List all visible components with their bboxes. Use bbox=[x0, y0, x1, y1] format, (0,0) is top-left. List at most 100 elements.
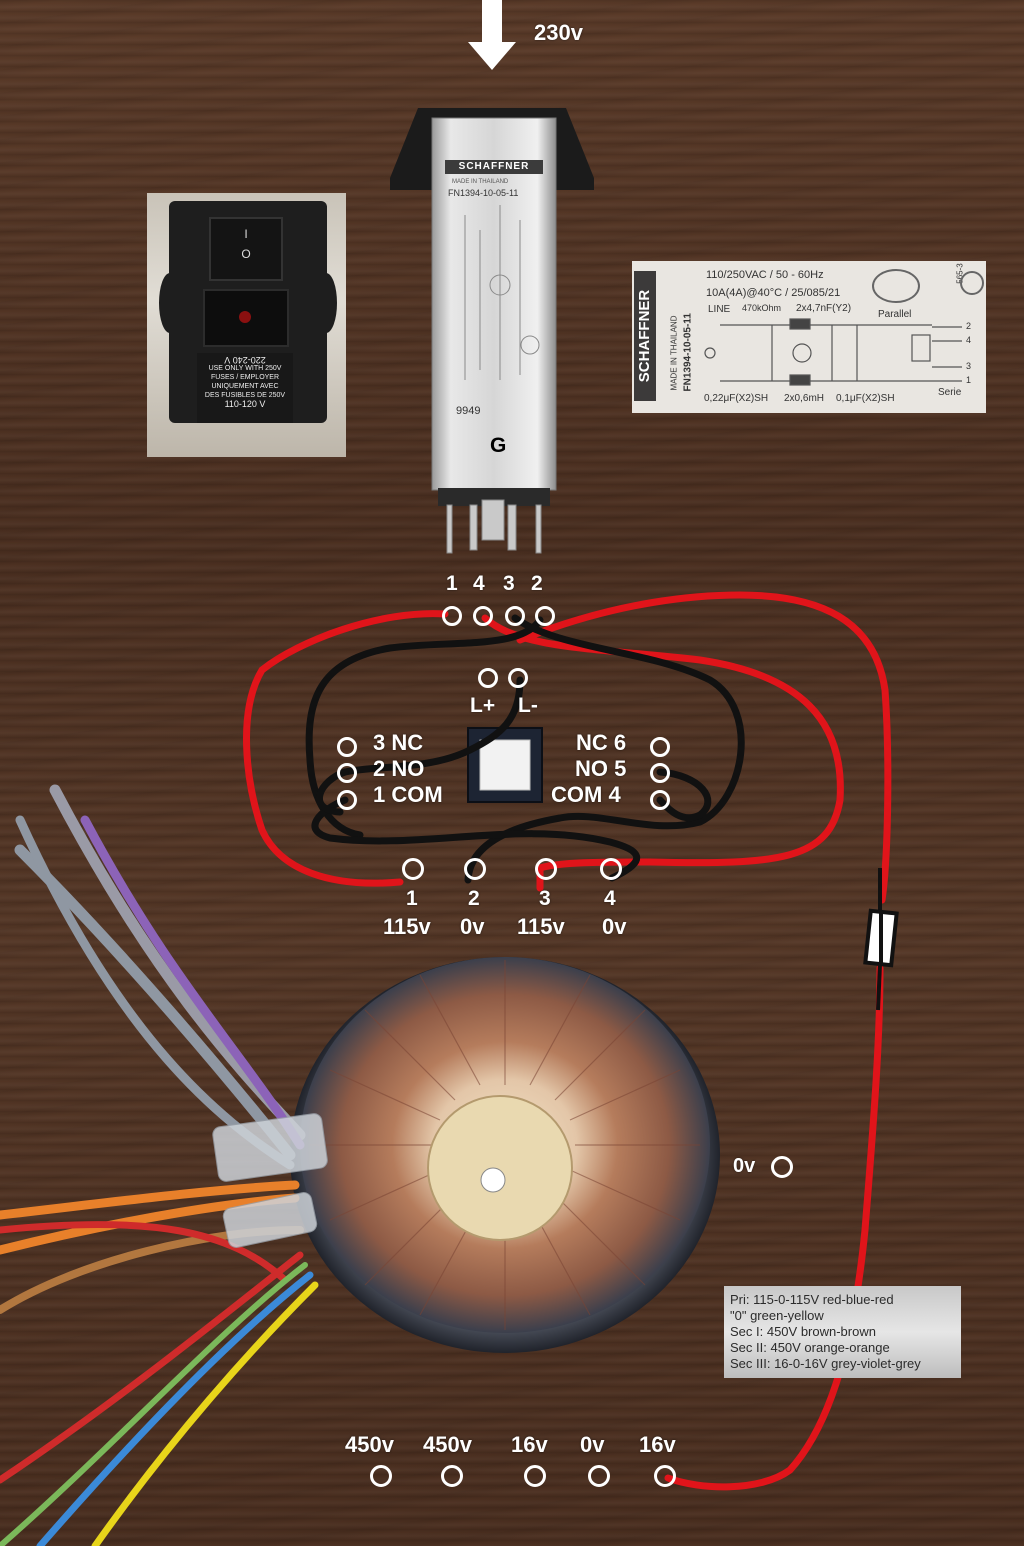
fuse-symbol bbox=[863, 868, 899, 1011]
voltage-top-label: 220-240 V bbox=[224, 355, 266, 365]
filter-pin-label-3: 3 bbox=[503, 572, 515, 595]
led-minus-label: L- bbox=[518, 694, 538, 717]
switch-pin-3 bbox=[337, 737, 357, 757]
primary-pin-2 bbox=[464, 858, 486, 880]
secondary-pin-0v bbox=[588, 1465, 610, 1487]
inlet-ear-right bbox=[315, 273, 337, 333]
emi-filter-body bbox=[390, 108, 594, 554]
filter-pin-1 bbox=[442, 606, 462, 626]
label-cap-y: 2x4,7nF(Y2) bbox=[796, 303, 852, 314]
led-minus-pin bbox=[508, 668, 528, 688]
voltage-bottom-label: 110-120 V bbox=[224, 399, 266, 409]
label-line: LINE bbox=[708, 304, 731, 315]
label-serie: Serie bbox=[938, 387, 962, 398]
spec-line-5: Sec III: 16-0-16V grey-violet-grey bbox=[730, 1356, 921, 1371]
label-cap-x1: 0,22μF(X2)SH bbox=[704, 393, 769, 404]
secondary-label-16v-b: 16v bbox=[639, 1432, 676, 1457]
fuse-drawer-icon bbox=[239, 311, 251, 323]
primary-pin-4 bbox=[600, 858, 622, 880]
side-pin-label: 0v bbox=[733, 1155, 756, 1177]
spec-line-2: "0" green-yellow bbox=[730, 1308, 824, 1323]
primary-volt-1: 115v bbox=[383, 914, 431, 939]
transformer-leads bbox=[0, 784, 328, 1546]
spec-line-4: Sec II: 450V orange-orange bbox=[730, 1340, 890, 1355]
side-pin bbox=[771, 1156, 793, 1178]
spec-line-3: Sec I: 450V brown-brown bbox=[730, 1324, 876, 1339]
filter-model: FN1394-10-05-11 bbox=[448, 188, 519, 198]
transformer-spec-label: Pri: 115-0-115V red-blue-red "0" green-y… bbox=[724, 1286, 961, 1378]
label-inductor: 2x0,6mH bbox=[784, 393, 825, 404]
label-current: 10A(4A)@40°C / 25/085/21 bbox=[706, 287, 841, 299]
led-plus-pin bbox=[478, 668, 498, 688]
input-arrow-icon bbox=[468, 0, 516, 70]
secondary-label-0v: 0v bbox=[580, 1432, 605, 1457]
input-voltage-label: 230v bbox=[534, 20, 583, 45]
filter-pin-2 bbox=[535, 606, 555, 626]
black-wires bbox=[305, 614, 745, 884]
label-cap-x2: 0,1μF(X2)SH bbox=[836, 393, 895, 404]
primary-num-1: 1 bbox=[406, 887, 418, 910]
filter-pin-3 bbox=[505, 606, 525, 626]
notice-line-2: FUSES / EMPLOYER bbox=[210, 374, 280, 381]
switch-label-no-5: NO 5 bbox=[575, 756, 627, 781]
secondary-label-450v-a: 450v bbox=[345, 1432, 394, 1457]
iec-inlet-photo: I O 220-240 V USE ONLY WITH 250V FUSES /… bbox=[147, 193, 346, 457]
switch-pin-6 bbox=[650, 737, 670, 757]
rocker-switch bbox=[467, 727, 543, 803]
voltage-selector: 220-240 V USE ONLY WITH 250V FUSES / EMP… bbox=[197, 353, 293, 423]
toroid-transformer bbox=[290, 957, 720, 1353]
label-resistor: 470kOhm bbox=[742, 303, 782, 313]
switch-pin-2 bbox=[337, 763, 357, 783]
filter-pin-label-2: 2 bbox=[531, 572, 543, 595]
switch-label-1-com: 1 COM bbox=[373, 782, 443, 807]
secondary-label-450v-b: 450v bbox=[423, 1432, 472, 1457]
label-output-3: 3 bbox=[966, 361, 972, 371]
spec-line-1: Pri: 115-0-115V red-blue-red bbox=[730, 1292, 894, 1307]
power-socket bbox=[203, 289, 289, 347]
primary-num-2: 2 bbox=[468, 887, 480, 910]
secondary-pin-16v-b bbox=[654, 1465, 676, 1487]
label-parallel: Parallel bbox=[878, 309, 912, 320]
primary-pin-3 bbox=[535, 858, 557, 880]
switch-on-label: I bbox=[244, 227, 248, 241]
filter-schematic bbox=[704, 318, 962, 386]
primary-pin-1 bbox=[402, 858, 424, 880]
label-output-2: 2 bbox=[966, 321, 972, 331]
secondary-pin-450v-b bbox=[441, 1465, 463, 1487]
filter-label-panel: SCHAFFNER MADE IN THAILAND FN1394-10-05-… bbox=[632, 261, 986, 413]
notice-line-4: DES FUSIBLES DE 250V bbox=[204, 392, 286, 399]
led-plus-label: L+ bbox=[470, 694, 496, 717]
inlet-ear-left bbox=[159, 273, 181, 333]
filter-pin-label-4: 4 bbox=[473, 572, 485, 595]
filter-pin-label-1: 1 bbox=[446, 572, 458, 595]
notice-line-3: UNIQUEMENT AVEC bbox=[211, 383, 279, 390]
secondary-pin-450v-a bbox=[370, 1465, 392, 1487]
switch-pin-5 bbox=[650, 763, 670, 783]
label-rating: 110/250VAC / 50 - 60Hz bbox=[706, 269, 824, 281]
filter-code: 9949 bbox=[456, 405, 481, 417]
filter-mark: G bbox=[490, 434, 507, 457]
switch-label-3-nc: 3 NC bbox=[373, 730, 424, 755]
power-switch: I O bbox=[209, 217, 283, 281]
s-mark-icon bbox=[960, 271, 984, 295]
secondary-label-16v-a: 16v bbox=[511, 1432, 548, 1457]
filter-brand: SCHAFFNER bbox=[458, 161, 530, 172]
switch-label-com-4: COM 4 bbox=[551, 782, 621, 807]
notice-line-1: USE ONLY WITH 250V bbox=[208, 365, 282, 372]
primary-num-4: 4 bbox=[604, 887, 616, 910]
label-output-4: 4 bbox=[966, 335, 972, 345]
filter-made-in: MADE IN THAILAND bbox=[452, 179, 509, 185]
primary-volt-4: 0v bbox=[602, 914, 627, 939]
label-output-1: 1 bbox=[966, 375, 972, 385]
ce-mark-icon bbox=[872, 269, 920, 303]
switch-label-nc-6: NC 6 bbox=[576, 730, 627, 755]
switch-pin-4 bbox=[650, 790, 670, 810]
primary-num-3: 3 bbox=[539, 887, 551, 910]
primary-volt-2: 0v bbox=[460, 914, 485, 939]
filter-pin-4 bbox=[473, 606, 493, 626]
switch-pin-1 bbox=[337, 790, 357, 810]
switch-label-2-no: 2 NO bbox=[373, 756, 425, 781]
primary-volt-3: 115v bbox=[517, 914, 565, 939]
switch-off-label: O bbox=[241, 247, 251, 261]
